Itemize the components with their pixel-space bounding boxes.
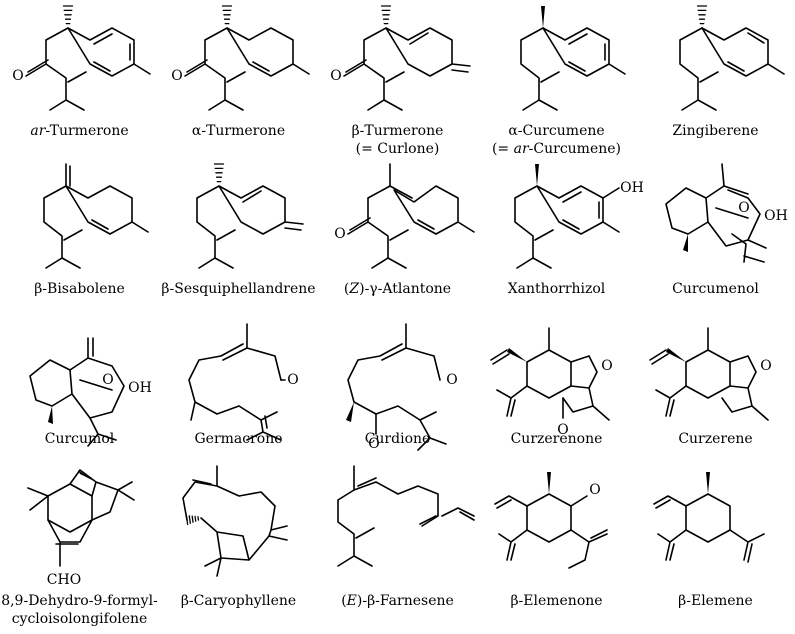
compound-label-curcumol: Curcumol <box>0 430 159 448</box>
compound-label-elemene: β-Elemene <box>636 592 795 610</box>
structure-bisabolene <box>44 164 148 268</box>
alias-pre: (= <box>492 141 514 157</box>
compound-name: 8,9-Dehydro-9-formyl- <box>0 592 159 610</box>
structure-sesquiphellandrene <box>197 164 303 268</box>
compound-label-ar-turmerone: ar-Turmerone <box>0 122 159 140</box>
hydroxyl-group: OH <box>620 180 644 196</box>
compound-name: β-Elemene <box>636 592 795 610</box>
compound-name: (Z)-γ-Atlantone <box>318 280 477 298</box>
name-rest: -Turmerone <box>45 123 128 139</box>
compound-name: Curzerene <box>636 430 795 448</box>
compound-name: Curzerenone <box>477 430 636 448</box>
compound-name: Germacrone <box>159 430 318 448</box>
compound-name: β-Caryophyllene <box>159 592 318 610</box>
oxygen-atom: O <box>12 68 23 84</box>
compound-label-zingiberene: Zingiberene <box>636 122 795 140</box>
structure-turmerone: O <box>330 6 470 110</box>
compound-name: ar-Turmerone <box>0 122 159 140</box>
compound-name: β-Sesquiphellandrene <box>159 280 318 298</box>
compound-label-8-9-dehydro-9-formyl-cycloisolongifolene: 8,9-Dehydro-9-formyl-cycloisolongifolene <box>0 592 159 628</box>
oxygen-atom: O <box>589 482 600 498</box>
structure-curzerene: O <box>650 328 772 420</box>
structure-curcumene <box>521 6 625 110</box>
compound-label-curdione: Curdione <box>318 430 477 448</box>
compound-label-sesquiphellandrene: β-Sesquiphellandrene <box>159 280 318 298</box>
oxygen-atom: O <box>102 372 113 388</box>
compound-name: β-Bisabolene <box>0 280 159 298</box>
oxygen-atom: O <box>287 372 298 388</box>
compound-label-elemenone: β-Elemenone <box>477 592 636 610</box>
structure-z-atlantone: O <box>334 164 474 268</box>
structure-xanthorrhizol: OH <box>515 164 644 268</box>
compound-label-z-atlantone: (Z)-γ-Atlantone <box>318 280 477 298</box>
italic-prefix: ar <box>30 123 45 139</box>
hydroxyl-group: OH <box>128 380 152 396</box>
compound-label-bisabolene: β-Bisabolene <box>0 280 159 298</box>
structure-zingiberene <box>680 6 784 110</box>
alias-post: -Curcumene) <box>529 141 621 157</box>
compound-name: α-Turmerone <box>159 122 318 140</box>
oxygen-atom: O <box>760 358 771 374</box>
name-post: )-γ-Atlantone <box>359 281 451 297</box>
formyl-group: CHO <box>47 572 81 588</box>
structure-curzerenone: OO <box>491 328 613 438</box>
oxygen-atom: O <box>601 358 612 374</box>
compound-alias: (= Curlone) <box>318 140 477 158</box>
oxygen-atom: O <box>334 226 345 242</box>
compound-name: Xanthorrhizol <box>477 280 636 298</box>
compound-label-curcumene: α-Curcumene(= ar-Curcumene) <box>477 122 636 158</box>
structure-turmerone: O <box>171 6 309 110</box>
structure-germacrone: O <box>189 324 299 440</box>
compound-label-germacrone: Germacrone <box>159 430 318 448</box>
compound-alias: cycloisolongifolene <box>0 610 159 628</box>
oxygen-atom: O <box>738 200 749 216</box>
compound-label-e-farnesene: (E)-β-Farnesene <box>318 592 477 610</box>
name-post: )-β-Farnesene <box>357 593 454 609</box>
compound-label-caryophyllene: β-Caryophyllene <box>159 592 318 610</box>
compound-label-xanthorrhizol: Xanthorrhizol <box>477 280 636 298</box>
compound-name: Curdione <box>318 430 477 448</box>
italic-descriptor: Z <box>349 281 359 297</box>
compound-label-curzerene: Curzerene <box>636 430 795 448</box>
alias-italic: ar <box>514 141 529 157</box>
compound-name: Curcumenol <box>636 280 795 298</box>
compound-name: (E)-β-Farnesene <box>318 592 477 610</box>
compound-alias: (= ar-Curcumene) <box>477 140 636 158</box>
oxygen-atom: O <box>330 68 341 84</box>
compound-name: Zingiberene <box>636 122 795 140</box>
structure-elemene <box>654 472 764 562</box>
structure-elemenone: O <box>495 472 607 568</box>
compound-label-turmerone: β-Turmerone(= Curlone) <box>318 122 477 158</box>
italic-descriptor: E <box>347 593 357 609</box>
compound-name: α-Curcumene <box>477 122 636 140</box>
structure-caryophyllene <box>183 466 287 576</box>
structure-curcumenol: O OH <box>666 164 788 262</box>
structure-e-farnesene <box>338 466 474 566</box>
compound-name: β-Elemenone <box>477 592 636 610</box>
hydroxyl-group: OH <box>764 208 788 224</box>
structure-ar-turmerone: O <box>12 6 150 110</box>
oxygen-atom: O <box>446 372 457 388</box>
compound-label-curcumenol: Curcumenol <box>636 280 795 298</box>
compound-label-curzerenone: Curzerenone <box>477 430 636 448</box>
compound-name: β-Turmerone <box>318 122 477 140</box>
compound-label-turmerone: α-Turmerone <box>159 122 318 140</box>
compound-name: Curcumol <box>0 430 159 448</box>
oxygen-atom: O <box>171 68 182 84</box>
structure-8-9-dehydro-9-formyl-cycloisolongifolene: CHO <box>28 470 134 588</box>
